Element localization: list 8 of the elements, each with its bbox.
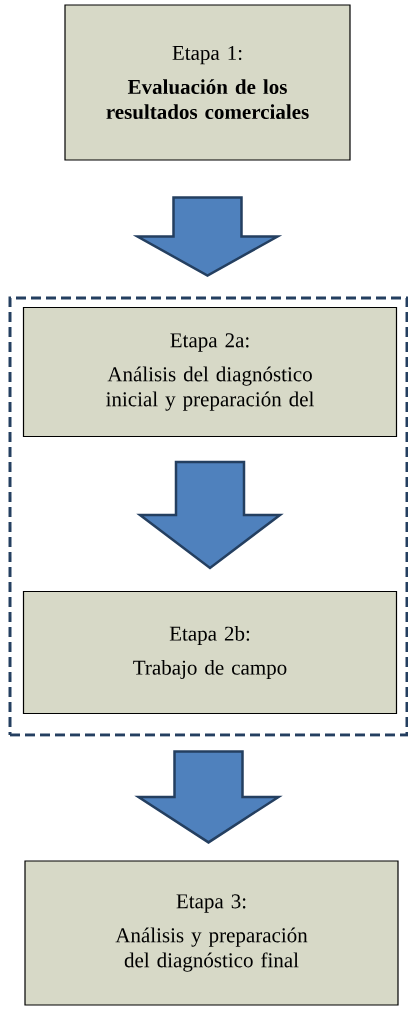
process-box: Etapa 2a: Análisis del diagnóstico inicial y preparación del	[22, 306, 398, 438]
process-box: Etapa 3: Análisis y preparación del diagnóstico final	[24, 860, 399, 1006]
dashed-group-box	[8, 296, 408, 737]
process-box: Etapa 1: Evaluación de los resultados comerciales	[64, 4, 351, 161]
process-box: Etapa 2b: Trabajo de campo	[22, 590, 398, 715]
block-arrow	[136, 460, 284, 570]
block-arrow	[132, 196, 283, 277]
block-arrow	[134, 750, 283, 844]
